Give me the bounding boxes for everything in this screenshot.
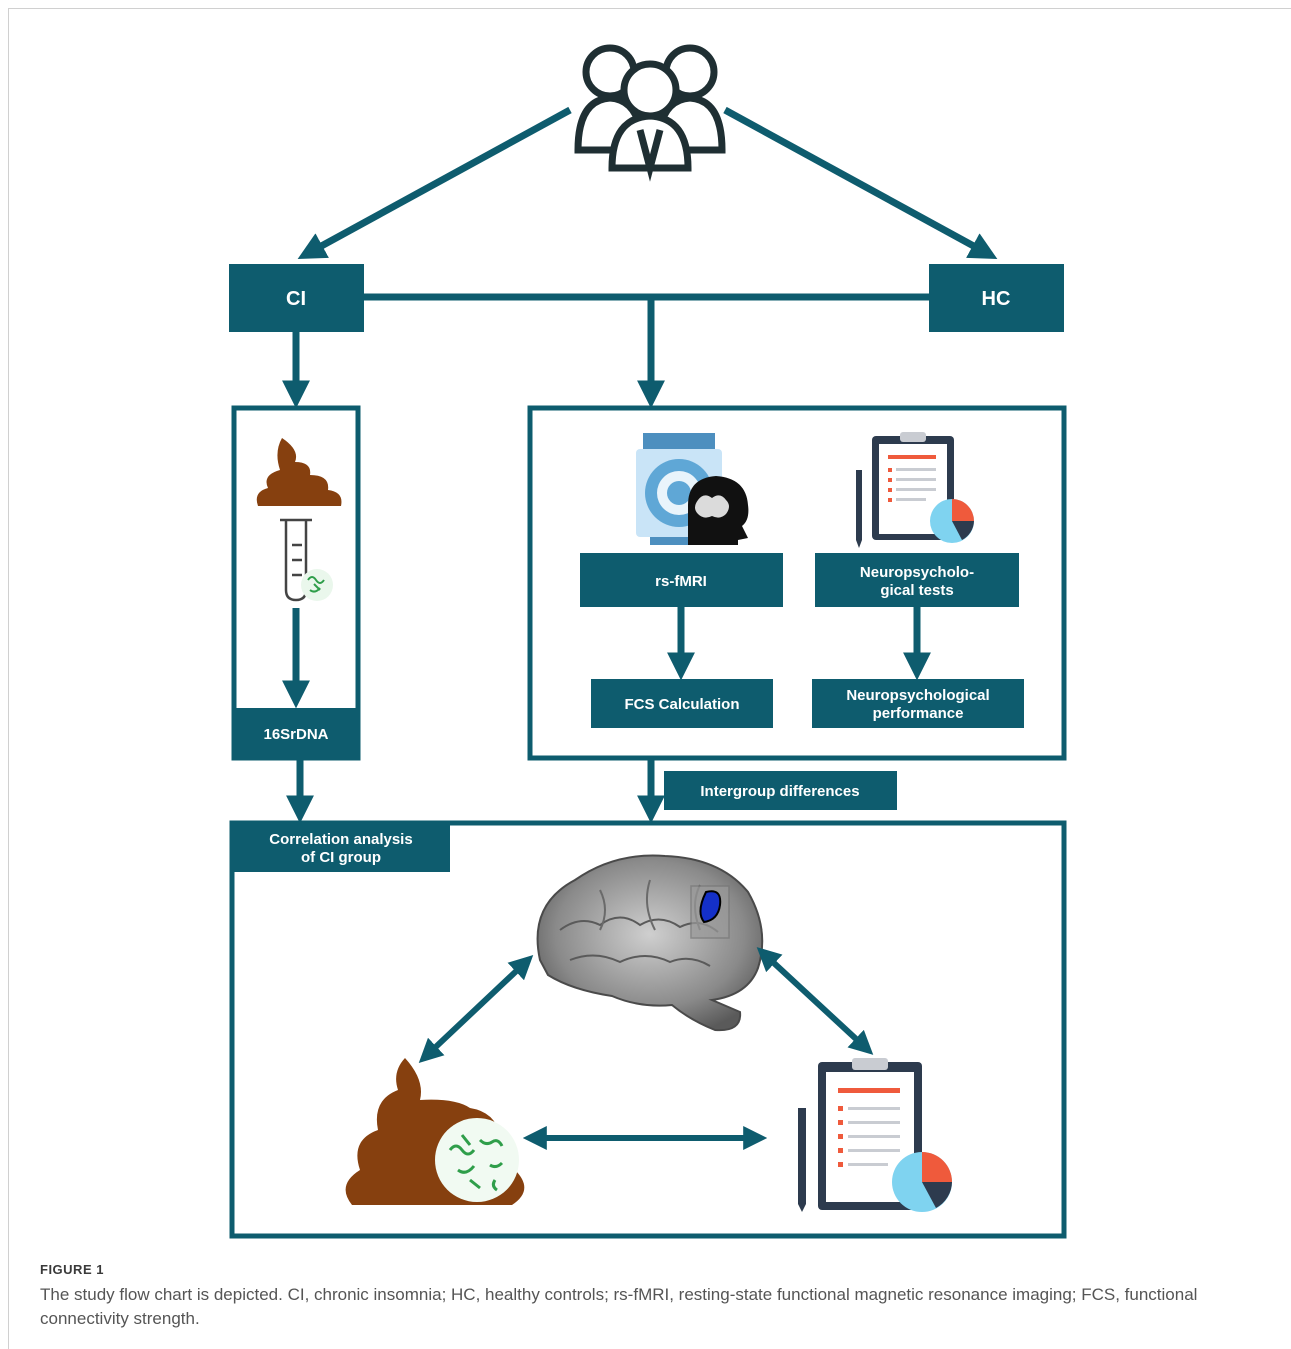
correlation-label-2: of CI group (301, 849, 381, 866)
hc-label: HC (982, 288, 1011, 310)
rsfmri-box (580, 553, 783, 607)
16srdna-label: 16SrDNA (263, 726, 328, 743)
brain-image (536, 854, 764, 1032)
arrow-to-ci (297, 106, 572, 260)
stool-panel (231, 405, 361, 761)
arrow-to-hc (723, 106, 998, 260)
brain-head-icon (688, 476, 749, 545)
people-group-icon (574, 44, 726, 182)
neuro-perf-label-1: Neuropsychological (846, 687, 989, 704)
stool-bacteria-icon (345, 1058, 525, 1205)
neuro-tests-box (815, 553, 1019, 607)
clipboard-chart-icon (856, 432, 974, 548)
fcs-label: FCS Calculation (624, 696, 739, 713)
neuro-perf-label-2: performance (873, 705, 964, 722)
16srdna-box (234, 708, 358, 758)
hc-box (929, 264, 1064, 332)
neuro-tests-label-2: gical tests (880, 582, 953, 599)
neuro-perf-box (812, 679, 1024, 728)
study-flow-diagram: CI HC 16SrDNA (229, 44, 1067, 1239)
ci-label: CI (286, 288, 306, 310)
intergroup-box (664, 771, 897, 810)
arrow-brain-stool (418, 955, 534, 1063)
clipboard-chart-icon (798, 1058, 952, 1212)
correlation-label-1: Correlation analysis (269, 831, 412, 848)
arrow-brain-clipboard (756, 947, 874, 1055)
figure-frame (8, 8, 1291, 1349)
neuro-tests-label-1: Neuropsycholo- (860, 564, 974, 581)
bacteria-icon (301, 569, 333, 601)
figure-caption: FIGURE 1 The study flow chart is depicte… (40, 1262, 1270, 1331)
ci-box (229, 264, 364, 332)
correlation-header-box (232, 823, 450, 872)
caption-label: FIGURE 1 (40, 1262, 104, 1277)
rsfmri-label: rs-fMRI (655, 573, 707, 590)
caption-text: The study flow chart is depicted. CI, ch… (40, 1285, 1198, 1328)
stool-icon (256, 438, 342, 506)
intergroup-label: Intergroup differences (700, 783, 859, 800)
correlation-panel (229, 820, 1067, 1239)
imaging-panel (527, 405, 1067, 761)
fcs-box (591, 679, 773, 728)
